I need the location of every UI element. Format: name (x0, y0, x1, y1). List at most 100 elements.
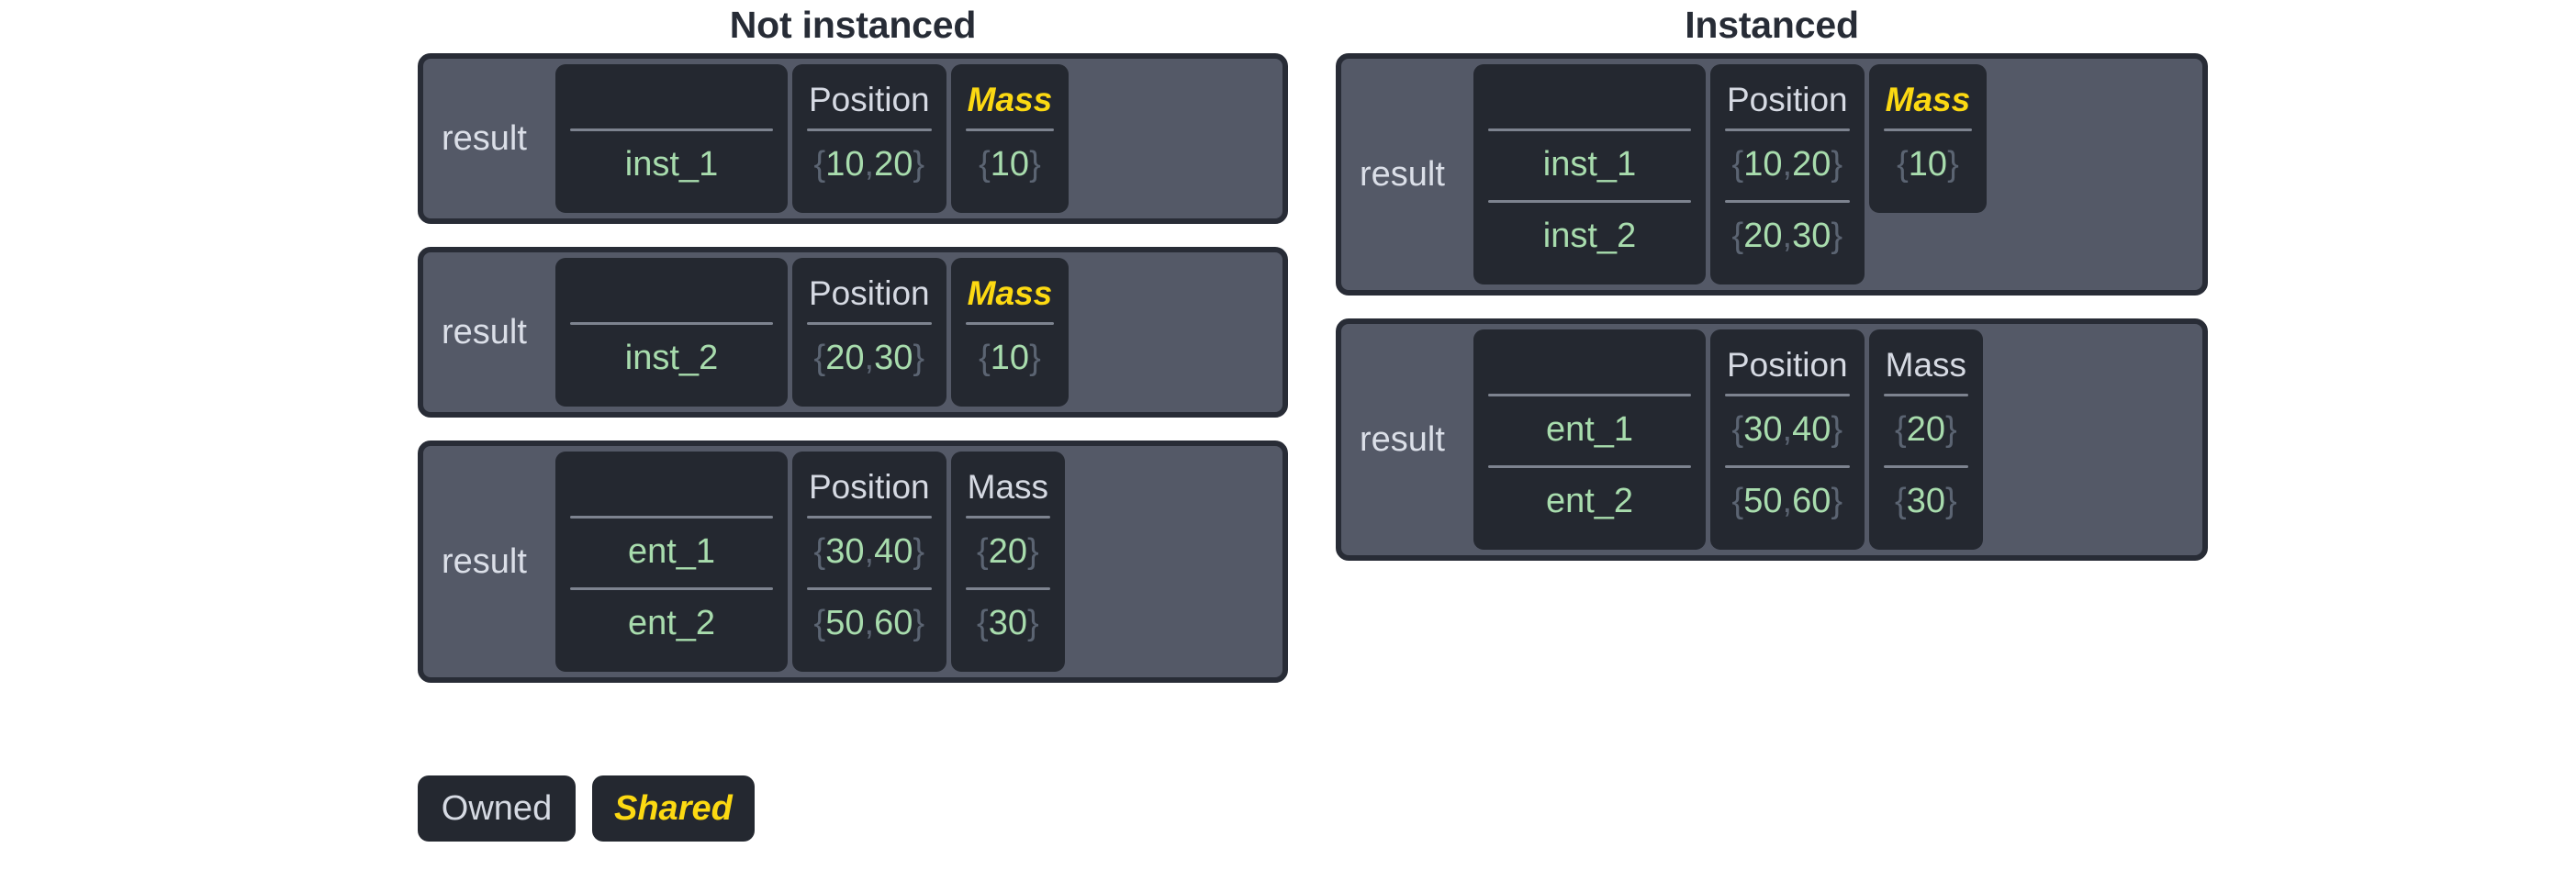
brace-glyph: { (813, 145, 826, 184)
column-title-not-instanced: Not instanced (729, 4, 977, 46)
column-panel-name: inst_1 (555, 64, 788, 213)
brace-glyph: } (1029, 145, 1041, 184)
card-label: result (442, 542, 527, 581)
legend-chip-shared: Shared (592, 775, 755, 842)
cell-entity-name: inst_2 (555, 322, 788, 394)
brace-glyph: { (1897, 145, 1909, 184)
comma-glyph: , (1782, 145, 1793, 184)
card-label: result (1360, 155, 1445, 194)
result-card: result inst_2 Position {20, 30} Mass {10} (418, 247, 1288, 418)
column-panel-position: Position {10, 20} (792, 64, 946, 213)
legend: Owned Shared (418, 775, 755, 842)
column-header-position: Position (809, 273, 930, 312)
column-header-position: Position (1727, 80, 1848, 118)
cell-value-mass: {10} (951, 322, 1070, 394)
cell-value-mass: {30} (1869, 465, 1983, 537)
column-header-position: Position (1727, 345, 1848, 384)
brace-glyph: { (979, 145, 991, 184)
cell-entity-name: ent_2 (555, 587, 788, 659)
comma-glyph: , (864, 339, 875, 377)
cell-value-mass: {20} (951, 516, 1065, 587)
card-label: result (442, 119, 527, 158)
column-panel-position: Position {10, 20}{20, 30} (1710, 64, 1865, 284)
comma-glyph: , (864, 532, 875, 571)
column-header-mass: Mass (1885, 80, 1971, 118)
brace-glyph: } (1944, 482, 1957, 520)
column-panel-position: Position {30, 40}{50, 60} (792, 452, 946, 672)
cell-value-position: {20, 30} (792, 322, 946, 394)
column-header-mass: Mass (967, 80, 1053, 118)
brace-glyph: } (913, 339, 925, 377)
brace-glyph: } (1947, 145, 1959, 184)
brace-glyph: { (1731, 217, 1744, 255)
column-header-position: Position (809, 80, 930, 118)
cell-value-position: {50, 60} (1710, 465, 1865, 537)
card-label: result (442, 313, 527, 351)
cell-entity-name: inst_1 (1473, 128, 1706, 200)
brace-glyph: } (1029, 339, 1041, 377)
card-columns: inst_1 Position {10, 20} Mass {10} (555, 64, 1277, 213)
cell-value-position: {50, 60} (792, 587, 946, 659)
cell-entity-name: ent_1 (1473, 394, 1706, 465)
brace-glyph: { (979, 339, 991, 377)
comma-glyph: , (1782, 217, 1793, 255)
brace-glyph: { (1731, 410, 1744, 449)
cell-value-position: {30, 40} (1710, 394, 1865, 465)
brace-glyph: } (913, 532, 925, 571)
result-card: result inst_1 Position {10, 20} Mass {10} (418, 53, 1288, 224)
column-header-mass: Mass (967, 467, 1049, 506)
brace-glyph: { (1731, 145, 1744, 184)
brace-glyph: } (1026, 532, 1039, 571)
brace-glyph: { (977, 532, 989, 571)
brace-glyph: { (813, 604, 826, 642)
cell-value-position: {10, 20} (792, 128, 946, 200)
cell-entity-name: inst_1 (555, 128, 788, 200)
brace-glyph: } (1831, 410, 1843, 449)
brace-glyph: } (913, 145, 925, 184)
column-panel-position: Position {20, 30} (792, 258, 946, 407)
card-columns: inst_2 Position {20, 30} Mass {10} (555, 258, 1277, 407)
cell-entity-name: ent_1 (555, 516, 788, 587)
column-panel-name: inst_2 (555, 258, 788, 407)
comma-glyph: , (864, 604, 875, 642)
comma-glyph: , (864, 145, 875, 184)
column-panel-mass: Mass {20}{30} (950, 452, 1066, 672)
cell-value-mass: {10} (951, 128, 1070, 200)
cell-value-position: {20, 30} (1710, 200, 1865, 272)
comma-glyph: , (1782, 482, 1793, 520)
cell-value-mass: {10} (1869, 128, 1988, 200)
brace-glyph: } (1026, 604, 1039, 642)
brace-glyph: { (1731, 482, 1744, 520)
cell-value-mass: {20} (1869, 394, 1983, 465)
brace-glyph: } (913, 604, 925, 642)
comma-glyph: , (1782, 410, 1793, 449)
column-header-mass: Mass (1885, 345, 1967, 384)
column-panel-mass: Mass {20}{30} (1868, 329, 1984, 550)
column-panel-mass: Mass {10} (950, 64, 1070, 213)
cell-value-position: {10, 20} (1710, 128, 1865, 200)
brace-glyph: } (1831, 482, 1843, 520)
brace-glyph: } (1831, 217, 1843, 255)
brace-glyph: } (1944, 410, 1957, 449)
column-header-position: Position (809, 467, 930, 506)
column-panel-position: Position {30, 40}{50, 60} (1710, 329, 1865, 550)
column-header-mass: Mass (967, 273, 1053, 312)
cell-value-position: {30, 40} (792, 516, 946, 587)
brace-glyph: { (1895, 410, 1907, 449)
card-label: result (1360, 420, 1445, 459)
legend-chip-owned: Owned (418, 775, 576, 842)
brace-glyph: { (813, 532, 826, 571)
brace-glyph: { (977, 604, 989, 642)
cell-value-mass: {30} (951, 587, 1065, 659)
